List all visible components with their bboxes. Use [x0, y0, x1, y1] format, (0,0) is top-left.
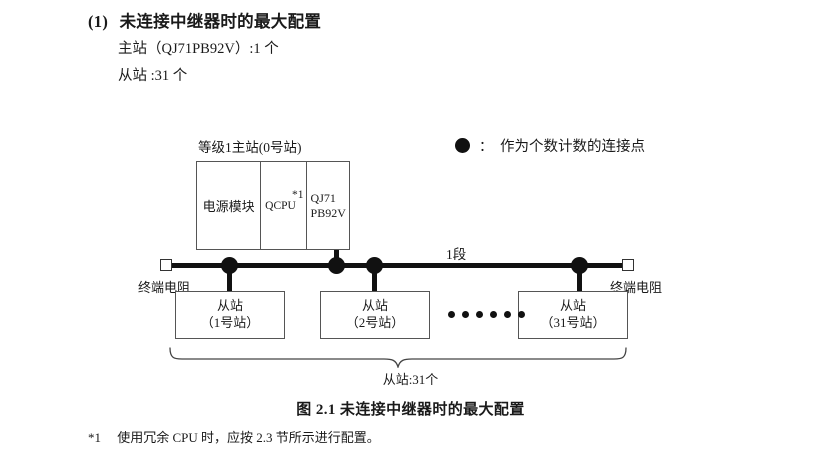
- terminator-left-icon: [160, 259, 172, 271]
- slave-drop-line: [577, 265, 582, 291]
- master-station-label: 等级1主站(0号站): [198, 140, 302, 155]
- cpu-footnote-marker: *1: [292, 189, 304, 201]
- master-count-line: 主站（QJ71PB92V）:1 个: [118, 41, 279, 57]
- slave-station-box: 从站 （31号站）: [518, 291, 628, 339]
- legend-separator: ：: [479, 139, 493, 155]
- footnote-text: 使用冗余 CPU 时，应按 2.3 节所示进行配置。: [117, 430, 380, 445]
- section-number: (1): [88, 12, 109, 31]
- network-bus-line: [163, 263, 630, 268]
- network-module-cell: QJ71 PB92V: [305, 162, 349, 249]
- legend: ： 作为个数计数的连接点: [455, 135, 645, 156]
- network-module-line1: QJ71: [310, 190, 336, 205]
- section-heading: (1) 未连接中继器时的最大配置: [88, 8, 321, 32]
- footnote-marker: *1: [88, 430, 101, 445]
- cpu-module-label: QCPU: [265, 199, 296, 212]
- slave-drop-line: [372, 265, 377, 291]
- slave-range-brace: [168, 346, 628, 370]
- slave-station-name: 从站: [216, 298, 243, 314]
- connection-node: [328, 257, 345, 274]
- power-module-cell: 电源模块: [197, 162, 260, 249]
- legend-text: 作为个数计数的连接点: [500, 139, 645, 155]
- power-module-label: 电源模块: [202, 199, 255, 214]
- ellipsis-dots-icon: [448, 311, 525, 318]
- slave-total-label: 从站:31个: [382, 372, 439, 387]
- slave-station-name: 从站: [361, 298, 388, 314]
- section-title: 未连接中继器时的最大配置: [119, 12, 322, 31]
- slave-station-number: （31号站）: [540, 315, 606, 330]
- slave-drop-line: [227, 265, 232, 291]
- network-module-line2: PB92V: [310, 205, 346, 220]
- figure-caption: 图 2.1 未连接中继器时的最大配置: [296, 402, 525, 418]
- slave-station-box: 从站 （1号站）: [175, 291, 285, 339]
- network-module-label: QJ71 PB92V: [311, 191, 346, 221]
- slave-station-number: （1号站）: [200, 315, 260, 330]
- segment-label: 1段: [446, 247, 467, 262]
- terminator-right-icon: [622, 259, 634, 271]
- slave-count-line: 从站 :31 个: [118, 68, 188, 84]
- master-station-box: 电源模块 QCPU *1 QJ71 PB92V: [196, 161, 350, 250]
- cpu-module-cell: QCPU *1: [260, 162, 305, 249]
- footnote: *1 使用冗余 CPU 时，应按 2.3 节所示进行配置。: [88, 427, 380, 446]
- slave-station-box: 从站 （2号站）: [320, 291, 430, 339]
- filled-circle-icon: [455, 138, 470, 153]
- slave-station-number: （2号站）: [345, 315, 405, 330]
- slave-station-name: 从站: [559, 298, 586, 314]
